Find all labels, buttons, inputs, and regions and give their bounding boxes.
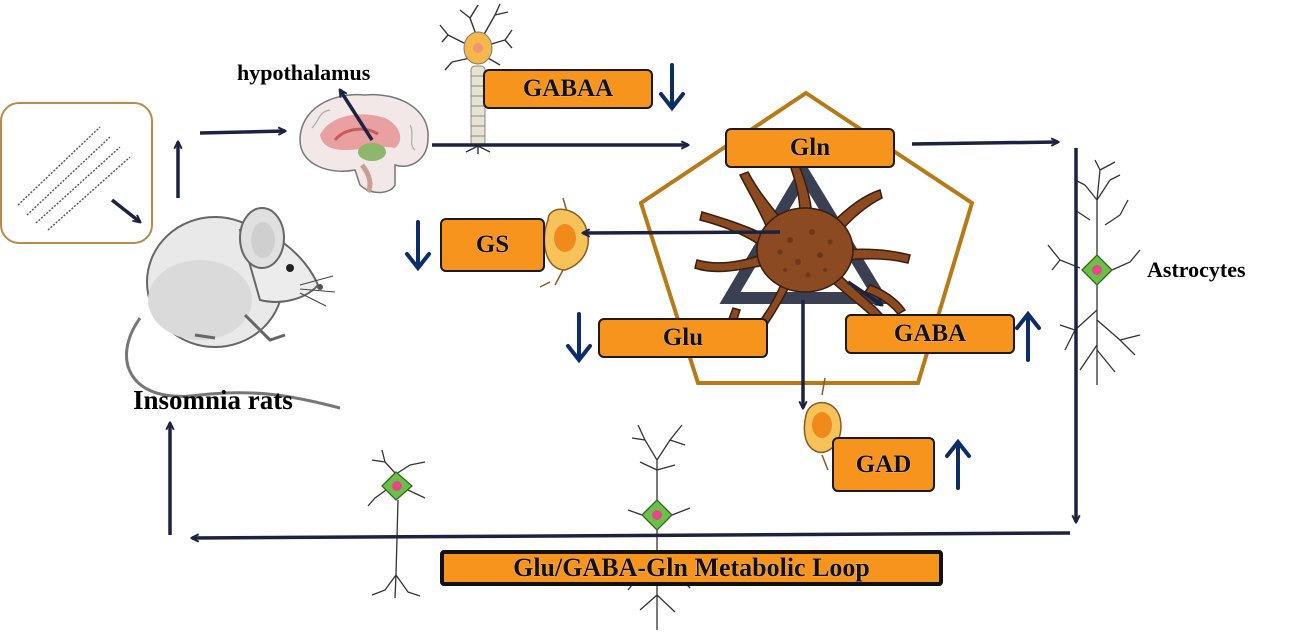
glial-cell-icon xyxy=(1047,159,1141,385)
brain-icon xyxy=(299,93,429,194)
gad-box: GAD xyxy=(832,437,935,492)
astrocyte-icon xyxy=(694,162,911,353)
glial-cell-icon-bottom-left xyxy=(367,449,426,599)
regulation-arrows xyxy=(405,63,1041,490)
insomnia-pattern-icon xyxy=(0,102,153,244)
glial-cell-icon-bottom-center xyxy=(627,424,691,630)
gad-up-arrow-icon xyxy=(945,438,971,490)
gabaa-down-arrow-icon xyxy=(659,63,685,112)
arrow-gln-to-astrocytes xyxy=(911,142,1058,144)
gs-down-arrow-icon xyxy=(405,220,431,272)
flow-arrows xyxy=(110,90,1076,538)
hypothalamus-label: hypothalamus xyxy=(237,60,371,85)
insomnia-rats-label: Insomnia rats xyxy=(133,385,293,415)
arrow-to-brain xyxy=(199,131,285,133)
arrow-pattern-to-rat xyxy=(110,198,140,222)
glu-box: Glu xyxy=(598,318,768,358)
pentagon-frame xyxy=(638,90,975,385)
gs-neuron-icon xyxy=(539,197,589,288)
gln-box: Gln xyxy=(725,128,895,168)
rat-illustration xyxy=(125,207,341,410)
gabaa-box: GABAA xyxy=(483,69,653,109)
gaba-up-arrow-icon xyxy=(1015,310,1041,362)
arrow-to-gs xyxy=(583,232,781,233)
astrocytes-label: Astrocytes xyxy=(1147,257,1246,282)
arrow-loop-left xyxy=(192,531,1071,538)
metabolic-loop-box: Glu/GABA-Gln Metabolic Loop xyxy=(440,550,943,586)
gs-box: GS xyxy=(440,218,545,272)
gaba-box: GABA xyxy=(845,314,1015,354)
arrow-hypothalamus-pointer xyxy=(340,90,374,141)
gad-neuron-icon xyxy=(803,377,842,471)
glu-down-arrow-icon xyxy=(566,312,592,364)
astrocyte-texture xyxy=(777,229,833,278)
arrow-to-gaba xyxy=(847,280,882,305)
neuron-icon xyxy=(439,3,513,154)
